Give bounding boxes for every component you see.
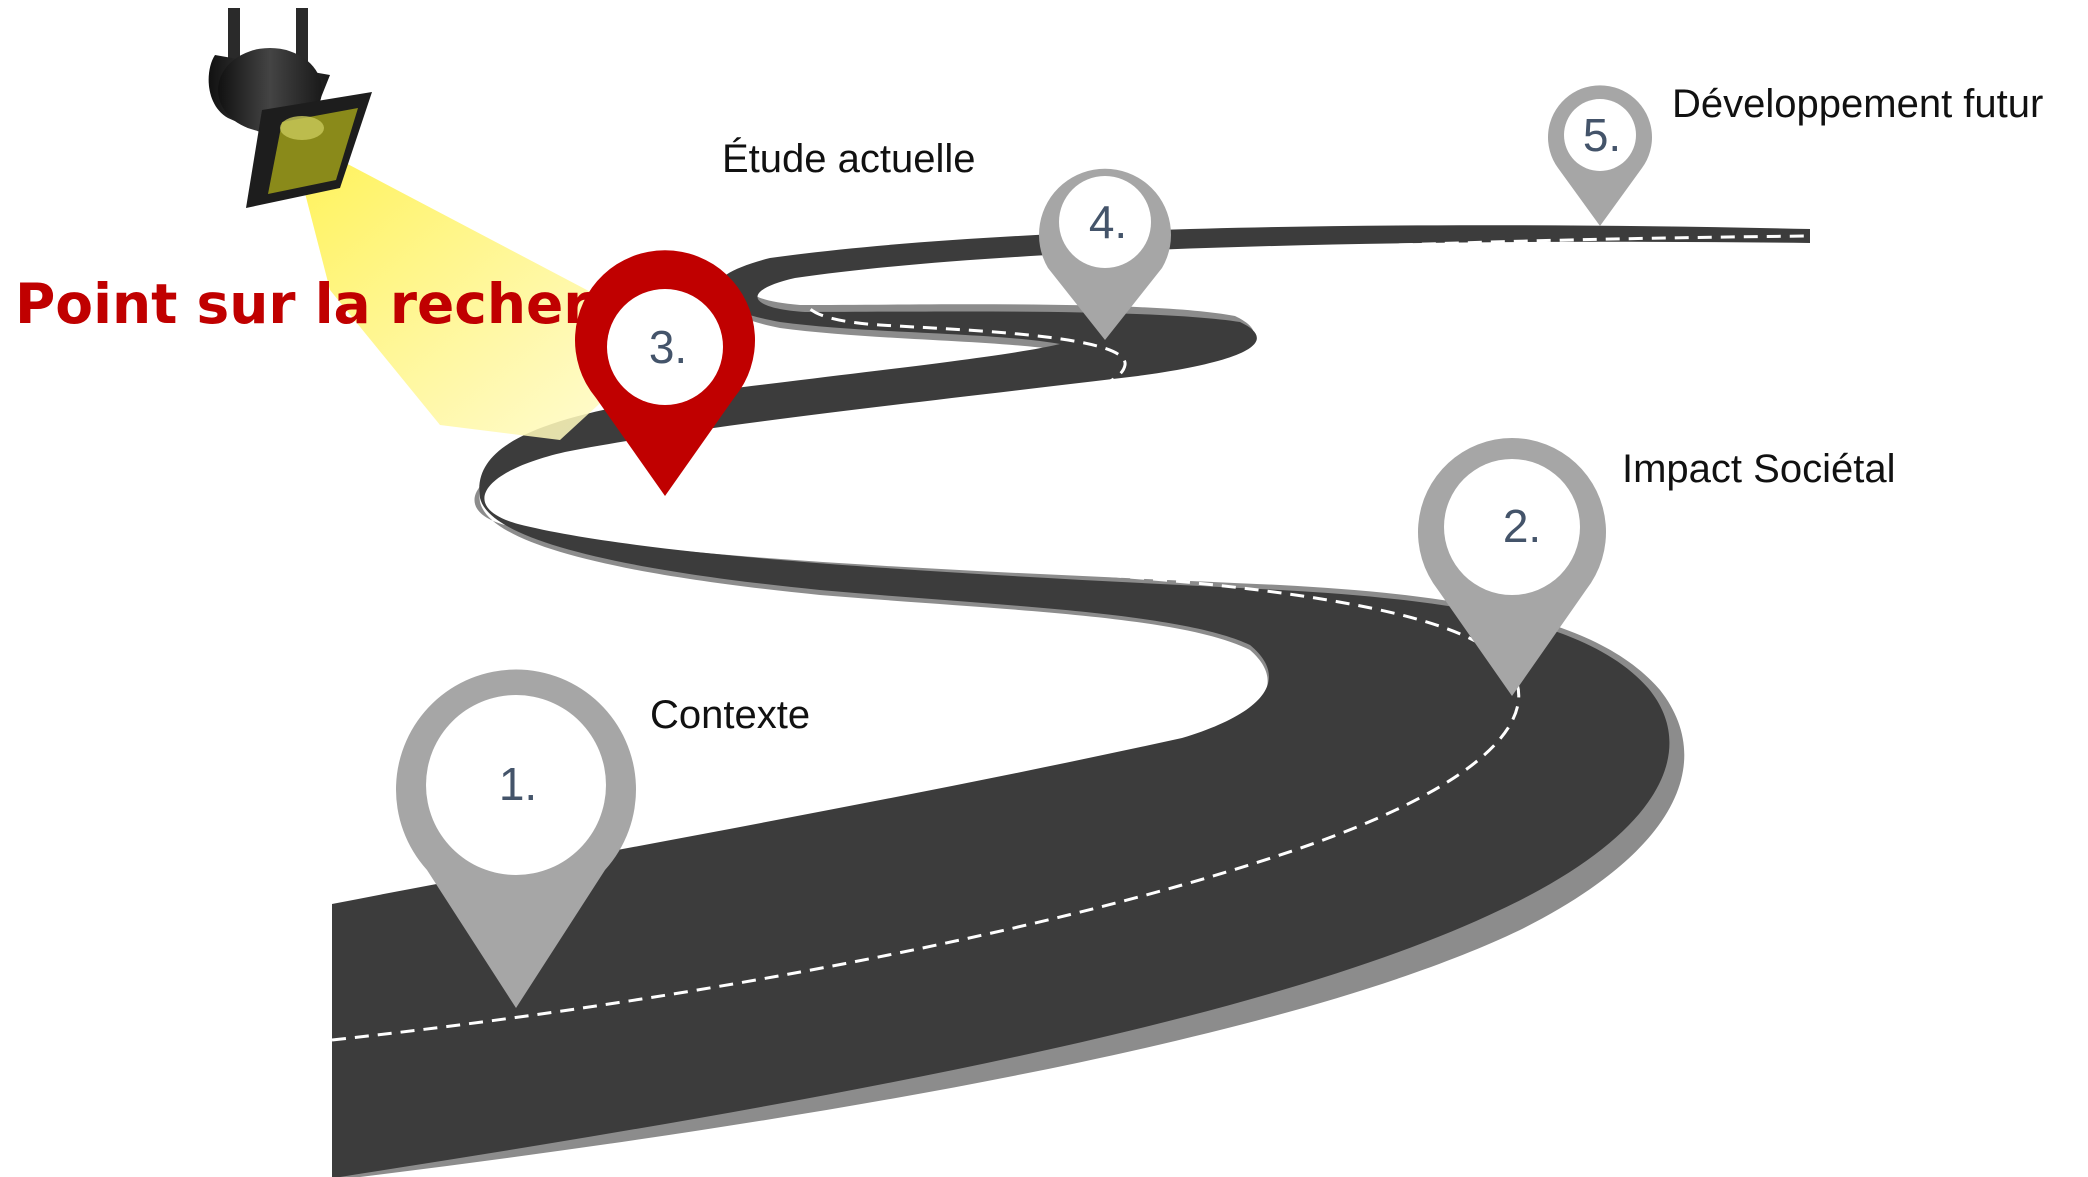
milestone-pin-3-active[interactable]: 3. (575, 250, 755, 496)
milestone-pin-5[interactable]: 5. (1548, 85, 1652, 226)
milestone-pin-1[interactable]: 1. (396, 669, 637, 1008)
pin-number: 5. (1583, 109, 1621, 161)
milestone-label-1: Contexte (650, 693, 810, 737)
road-surface (332, 225, 1810, 1177)
winding-road (331, 225, 1811, 1177)
spotlight-icon (208, 8, 658, 440)
pin-number: 3. (649, 321, 687, 373)
pin-number: 4. (1089, 196, 1127, 248)
spotlight-beam (290, 135, 658, 440)
milestone-pin-4[interactable]: 4. (1039, 168, 1171, 340)
milestone-pin-2[interactable]: 2. (1418, 438, 1606, 696)
milestone-label-5: Développement futur (1672, 82, 2043, 126)
road-center-line (331, 234, 1811, 1042)
pin-number: 2. (1503, 500, 1541, 552)
pin-number: 1. (499, 758, 537, 810)
milestone-label-2: Impact Sociétal (1622, 447, 1895, 491)
milestone-label-4: Étude actuelle (722, 136, 976, 181)
